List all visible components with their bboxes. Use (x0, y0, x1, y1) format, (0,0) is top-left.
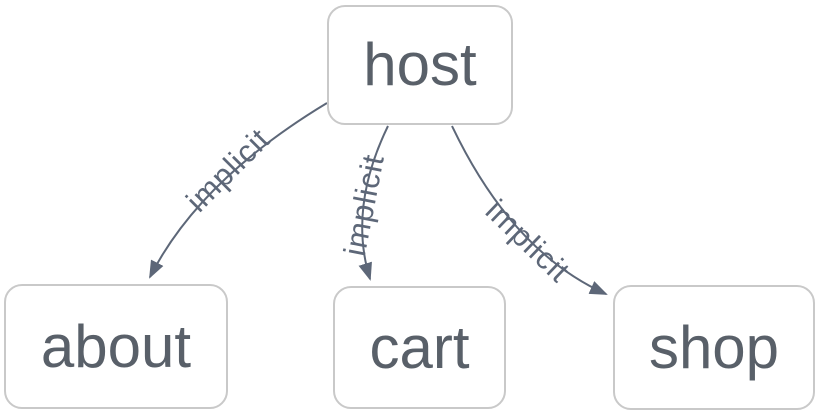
node-about-label: about (40, 312, 192, 380)
node-shop: shop (613, 285, 815, 410)
node-host-label: host (363, 31, 477, 98)
node-cart-label: cart (369, 313, 470, 381)
edge-host-cart (358, 125, 389, 281)
node-cart: cart (333, 286, 506, 409)
edge-host-about-label: implicit (179, 121, 276, 218)
edge-host-shop-label: implicit (479, 193, 577, 290)
edge-host-about (149, 102, 328, 279)
edge-host-cart-label: implicit (337, 151, 391, 259)
node-about: about (4, 284, 228, 409)
edge-host-shop (451, 125, 608, 295)
node-host: host (327, 5, 513, 125)
node-shop-label: shop (648, 313, 780, 381)
